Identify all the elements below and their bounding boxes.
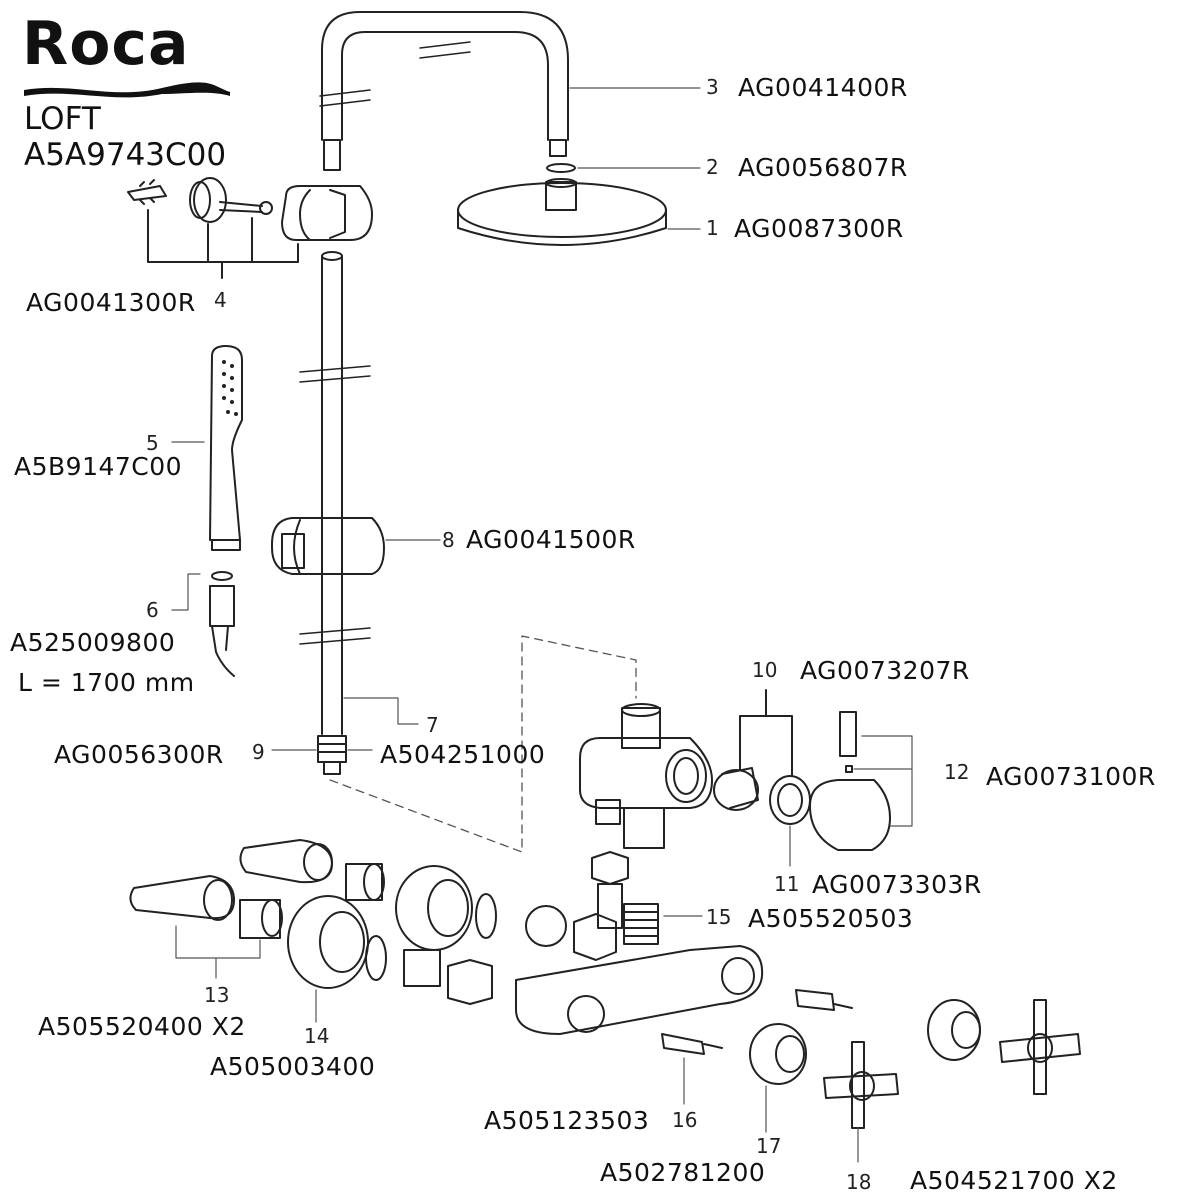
part-5-number: 5 <box>146 431 159 455</box>
thermostatic-mixer-body <box>403 905 764 1035</box>
part-10-diverter-cartridge <box>713 689 793 811</box>
part-4-wall-bracket <box>127 177 373 279</box>
part-8-slider <box>271 517 441 575</box>
hand-shower-nozzles <box>222 360 238 416</box>
part-10-number: 10 <box>752 658 778 682</box>
part-15-code: A505520503 <box>748 904 914 933</box>
roca-logo: Roca <box>22 14 189 74</box>
part-6-hose <box>171 571 235 677</box>
part-17-code: A502781200 <box>600 1158 766 1187</box>
roca-logo-wave-icon <box>24 82 230 98</box>
part-4-number: 4 <box>214 288 227 312</box>
part-14-code: A505003400 <box>210 1052 376 1081</box>
part-2-number: 2 <box>706 155 719 179</box>
part-7-number: 7 <box>426 713 439 737</box>
part-17-number: 17 <box>756 1134 782 1158</box>
roca-logo-text: Roca <box>22 9 190 79</box>
diverter-body <box>579 703 713 849</box>
part-1-number: 1 <box>706 216 719 240</box>
part-13-number: 13 <box>204 983 230 1007</box>
part-8-code: AG0041500R <box>466 525 636 554</box>
part-18-cross-handles <box>823 999 1081 1163</box>
part-1-code: AG0087300R <box>734 214 904 243</box>
part-16-cartridge <box>661 989 853 1105</box>
assembly-guide-lines <box>329 635 637 853</box>
part-14-number: 14 <box>304 1024 330 1048</box>
part-9-number: 9 <box>252 740 265 764</box>
part-6-code: A525009800 <box>10 628 176 657</box>
part-7-slide-bar <box>299 251 419 735</box>
part-4-code: AG0041300R <box>26 288 196 317</box>
part-8-number: 8 <box>442 528 455 552</box>
part-17-rosette <box>749 999 981 1133</box>
part-13-eccentric-connectors <box>129 839 333 979</box>
part-18-number: 18 <box>846 1170 872 1194</box>
part-15-nut <box>591 851 703 945</box>
part-16-number: 16 <box>672 1108 698 1132</box>
part-6-length: L = 1700 mm <box>18 668 195 697</box>
part-7-code: A504251000 <box>380 740 546 769</box>
part-1-shower-head <box>457 178 701 246</box>
part-16-code: A505123503 <box>484 1106 650 1135</box>
part-3-number: 3 <box>706 75 719 99</box>
part-2-washer <box>546 163 701 173</box>
part-10-code: AG0073207R <box>800 656 970 685</box>
part-11-nut <box>769 775 811 867</box>
part-13-code: A505520400 X2 <box>38 1012 246 1041</box>
part-3-shower-arm <box>319 11 701 171</box>
part-12-knob <box>809 711 913 851</box>
part-9-connector <box>271 735 373 775</box>
model-name: LOFT <box>24 101 101 137</box>
part-5-code: A5B9147C00 <box>14 452 183 481</box>
part-2-code: AG0056807R <box>738 153 908 182</box>
model-code: A5A9743C00 <box>24 137 227 173</box>
part-18-code: A504521700 X2 <box>910 1166 1118 1195</box>
part-15-number: 15 <box>706 905 732 929</box>
part-3-code: AG0041400R <box>738 73 908 102</box>
part-11-code: AG0073303R <box>812 870 982 899</box>
part-6-number: 6 <box>146 598 159 622</box>
part-9-code: AG0056300R <box>54 740 224 769</box>
part-14-flanges <box>239 863 497 1023</box>
part-12-number: 12 <box>944 760 970 784</box>
part-12-code: AG0073100R <box>986 762 1156 791</box>
part-11-number: 11 <box>774 872 800 896</box>
part-5-hand-shower <box>171 345 243 551</box>
